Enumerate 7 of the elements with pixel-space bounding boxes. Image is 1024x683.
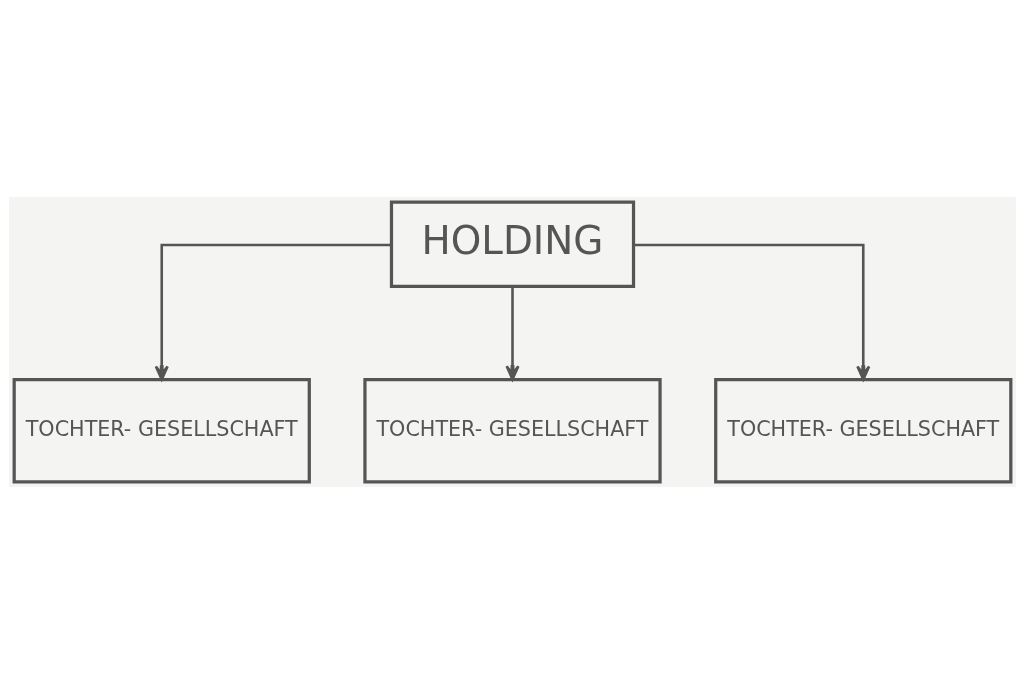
node-box: TOCHTER- GESELLSCHAFT — [713, 377, 1012, 483]
node-box: HOLDING — [389, 200, 635, 288]
arrow — [154, 243, 391, 381]
node-box: TOCHTER- GESELLSCHAFT — [12, 377, 311, 483]
node-box: TOCHTER- GESELLSCHAFT — [362, 377, 662, 483]
arrow — [504, 286, 520, 381]
arrow — [633, 243, 870, 381]
